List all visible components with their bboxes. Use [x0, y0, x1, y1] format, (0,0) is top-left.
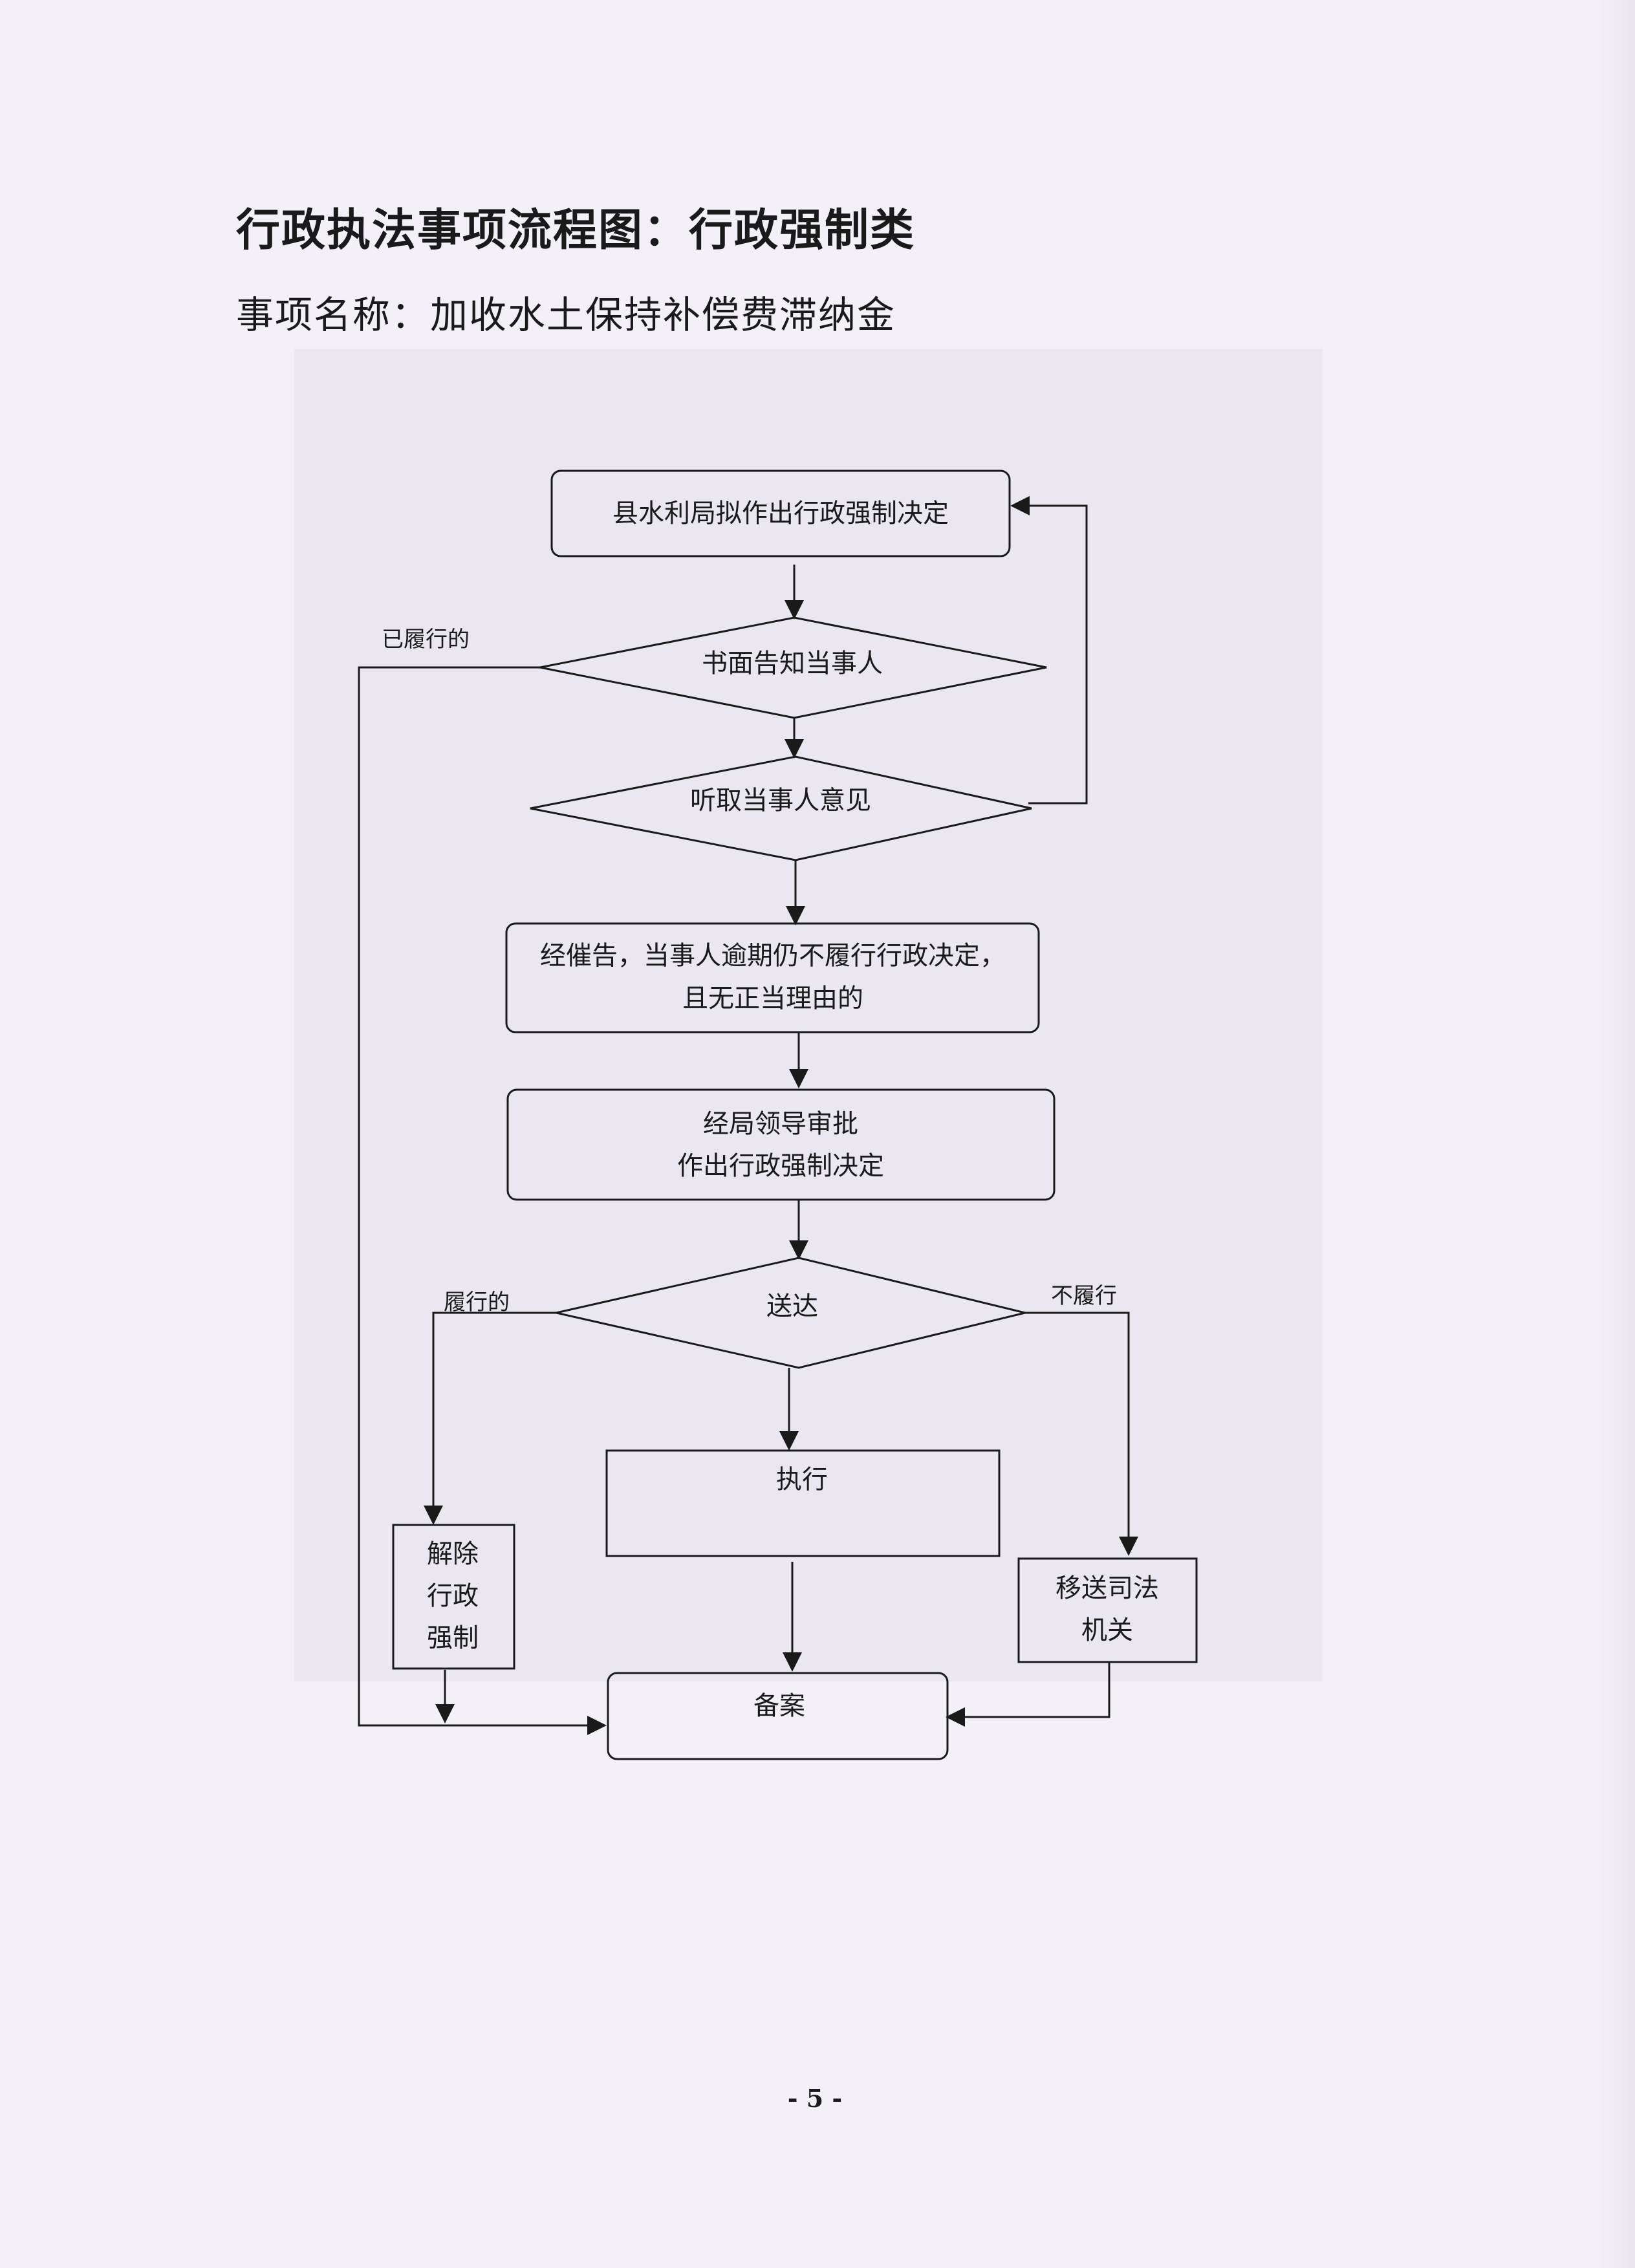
node-n1-label: 县水利局拟作出行政强制决定 [612, 499, 949, 528]
edge-n6-n9 [1025, 1312, 1138, 1556]
page-title: 行政执法事项流程图：行政强制类 [236, 205, 916, 256]
edge-label-performed-early: 已履行的 [382, 627, 470, 653]
node-n7-box [605, 1449, 1001, 1557]
edge-n9-n10 [946, 1662, 1110, 1727]
node-labels: 县水利局拟作出行政强制决定 书面告知当事人 听取当事人意见 经催告，当事人逾期仍… [427, 499, 1159, 1721]
edge-n3-n1-loop [1010, 496, 1088, 805]
node-n6-label: 送达 [766, 1291, 818, 1321]
node-n9-label-line1: 移送司法 [1056, 1573, 1159, 1603]
node-n9-label-line2: 机关 [1081, 1615, 1133, 1645]
node-n4-label-line2: 且无正当理由的 [682, 984, 863, 1013]
node-n10-box [607, 1672, 949, 1760]
edge-labels: 已履行的 履行的 不履行 [382, 627, 1117, 1315]
node-n3-label: 听取当事人意见 [690, 786, 871, 815]
node-n7-label: 执行 [776, 1465, 828, 1495]
node-n2-diamond [539, 616, 1047, 719]
item-name: 事项名称：加收水土保持补偿费滞纳金 [236, 293, 896, 337]
node-n3-diamond [530, 755, 1032, 861]
node-n8-label-line1: 解除 [427, 1539, 479, 1569]
nodes [392, 470, 1198, 1760]
edge-n6-n8 [424, 1312, 556, 1525]
edges [358, 496, 1138, 1735]
node-n8-box [392, 1524, 515, 1670]
node-n5-label-line1: 经局领导审批 [703, 1109, 858, 1139]
node-n8-label-line3: 强制 [427, 1623, 479, 1653]
node-n5-box [506, 1088, 1056, 1201]
node-n10-label: 备案 [753, 1691, 805, 1721]
page-edge [1597, 0, 1635, 2268]
node-n4-box [505, 922, 1040, 1033]
edge-n2-n10 [358, 666, 607, 1735]
scan-shadow [294, 349, 1323, 1681]
node-n5-label-line2: 作出行政强制决定 [677, 1151, 884, 1181]
page-number: - 5 - [787, 2084, 843, 2113]
node-n2-label: 书面告知当事人 [702, 649, 883, 678]
node-n6-diamond [556, 1257, 1026, 1369]
node-n1-box [550, 470, 1011, 557]
node-n4-label-line1: 经催告，当事人逾期仍不履行行政决定， [540, 941, 1006, 971]
edge-label-performed: 履行的 [444, 1290, 510, 1315]
edge-label-not-performed: 不履行 [1051, 1283, 1117, 1309]
node-n8-label-line2: 行政 [427, 1581, 479, 1611]
node-n9-box [1017, 1557, 1198, 1663]
